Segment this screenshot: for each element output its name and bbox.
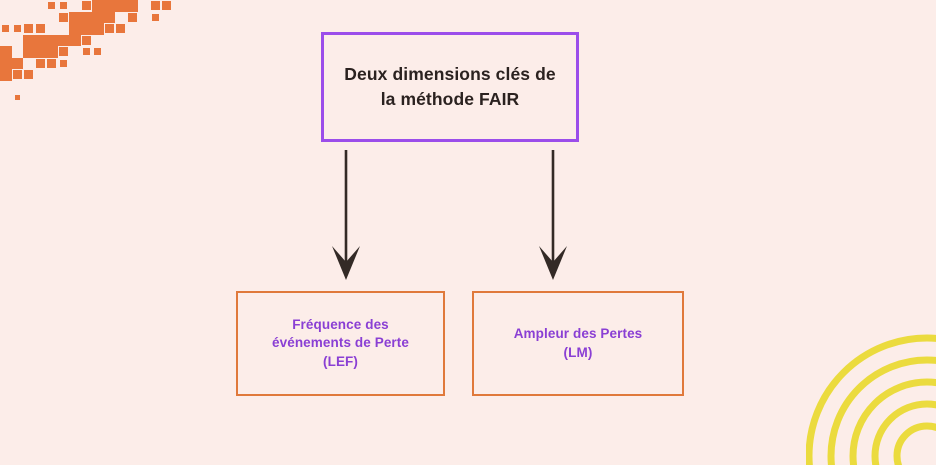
pixel-square — [34, 46, 46, 58]
pixel-square — [23, 46, 35, 58]
pixel-square — [34, 34, 46, 46]
down-arrow-icon-to-lm — [527, 150, 579, 280]
pixel-square — [23, 34, 35, 46]
pixel-square — [92, 23, 104, 35]
branch-box-lm: Ampleur des Pertes (LM) — [472, 291, 684, 396]
pixel-square — [0, 69, 12, 81]
pixel-square — [57, 34, 69, 46]
branch-box-lef: Fréquence des événements de Perte (LEF) — [236, 291, 445, 396]
pixel-square — [47, 58, 57, 68]
pixel-square — [0, 46, 12, 58]
title-box-label: Deux dimensions clés de la méthode FAIR — [344, 64, 556, 109]
title-box: Deux dimensions clés de la méthode FAIR — [321, 32, 579, 142]
pixel-square — [126, 0, 138, 12]
pixel-square — [92, 0, 104, 12]
pixel-square — [81, 35, 91, 45]
pixel-square — [150, 1, 160, 11]
pixel-square — [46, 34, 58, 46]
pixel-square — [80, 23, 92, 35]
pixel-square — [14, 95, 20, 101]
pixel-square — [59, 2, 67, 10]
pixel-square — [11, 57, 23, 69]
down-arrow-icon-to-lef — [320, 150, 372, 280]
pixel-square — [115, 0, 127, 12]
pixel-square — [58, 47, 68, 57]
pixel-scatter-decoration — [0, 0, 175, 110]
pixel-square — [0, 57, 12, 69]
pixel-square — [35, 58, 45, 68]
pixel-square — [35, 24, 45, 34]
pixel-square — [81, 1, 91, 11]
pixel-square — [69, 23, 81, 35]
pixel-square — [103, 0, 115, 12]
branch-box-lm-label: Ampleur des Pertes (LM) — [513, 325, 643, 360]
pixel-square — [58, 12, 68, 22]
pixel-square — [48, 2, 56, 10]
branch-box-lef-label: Fréquence des événements de Perte (LEF) — [272, 316, 409, 369]
pixel-square — [69, 11, 81, 23]
down-arrow-svg — [332, 150, 360, 280]
pixel-square — [13, 25, 21, 33]
pixel-square — [151, 13, 159, 21]
pixel-square — [116, 24, 126, 34]
pixel-square — [24, 70, 34, 80]
down-arrow-svg — [539, 150, 567, 280]
pixel-square — [92, 11, 104, 23]
pixel-square — [103, 11, 115, 23]
pixel-square — [46, 46, 58, 58]
pixel-square — [94, 48, 102, 56]
concentric-arcs-svg — [805, 334, 936, 465]
pixel-square — [82, 48, 90, 56]
pixel-square — [127, 12, 137, 22]
pixel-square — [69, 34, 81, 46]
pixel-square — [104, 24, 114, 34]
pixel-square — [12, 70, 22, 80]
pixel-square — [59, 59, 67, 67]
concentric-arcs-decoration — [805, 290, 936, 465]
pixel-square — [80, 11, 92, 23]
pixel-square — [162, 1, 172, 11]
pixel-square — [24, 24, 34, 34]
pixel-square — [2, 25, 10, 33]
